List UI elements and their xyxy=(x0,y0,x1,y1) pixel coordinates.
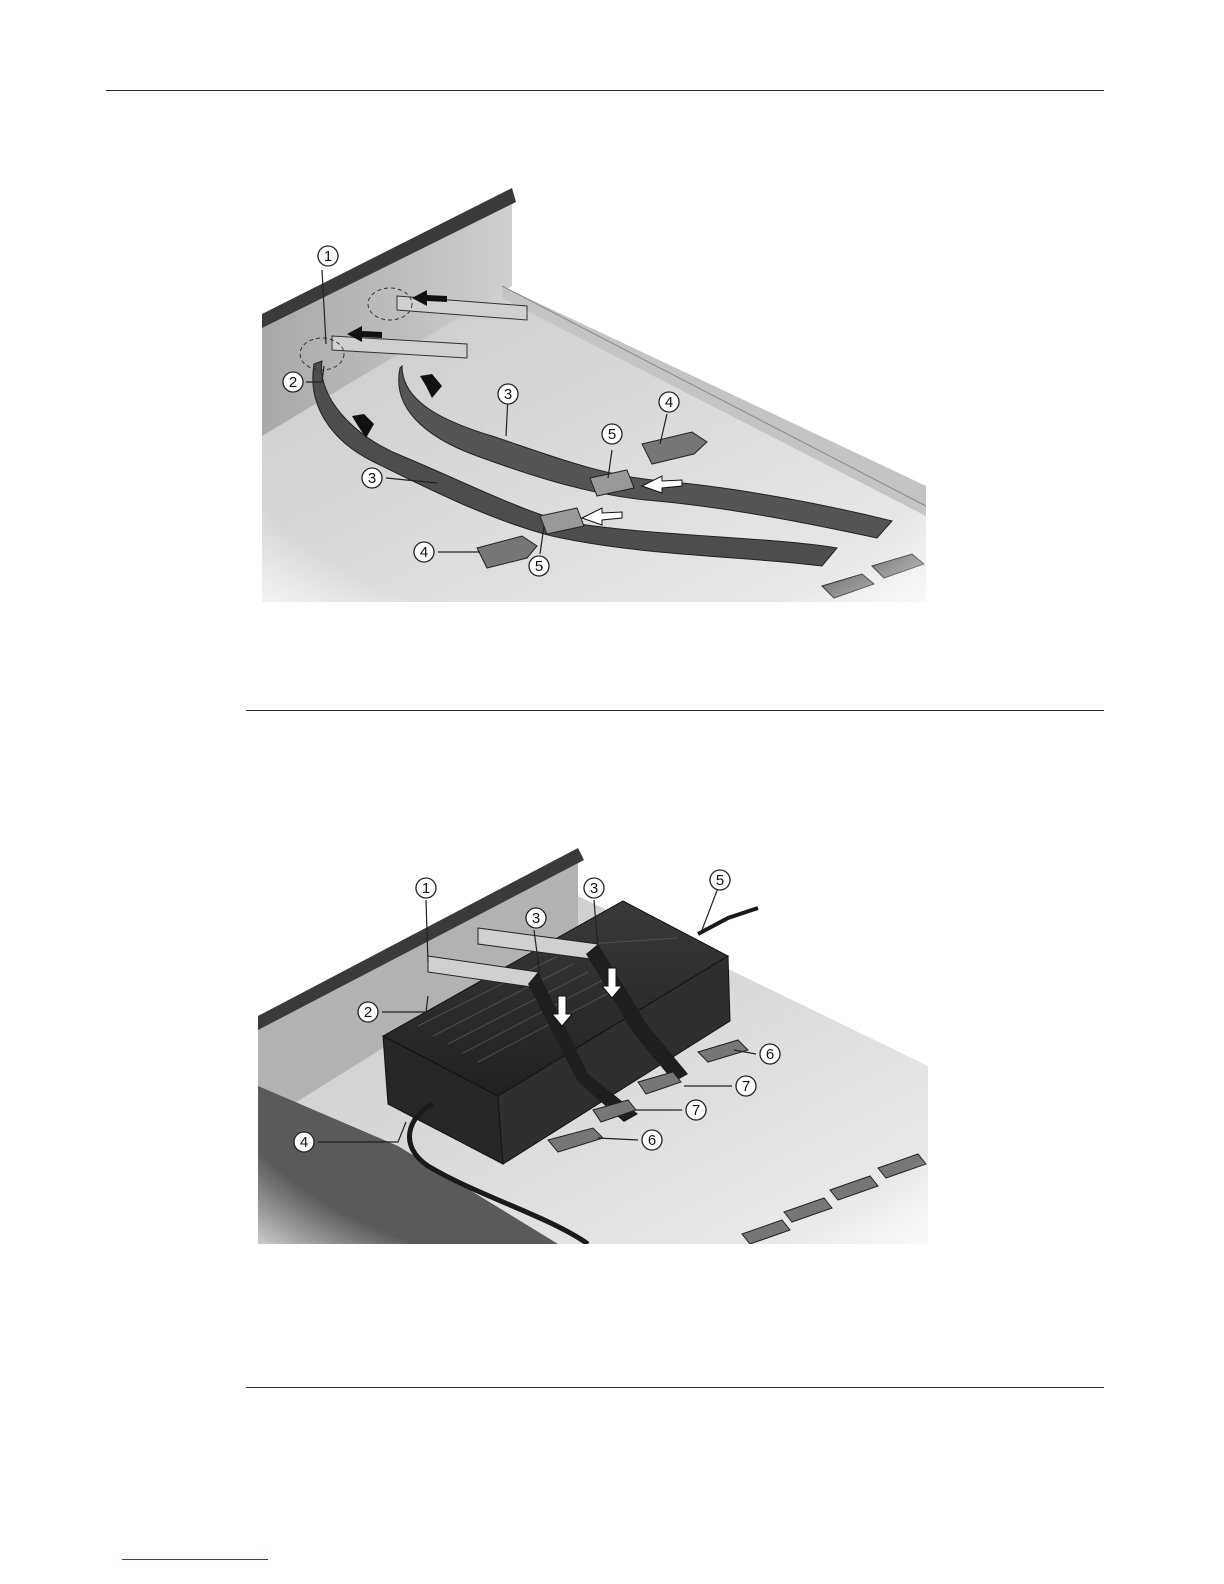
figure-adapter-install: 1 2 3 3 4 5 6 6 7 7 xyxy=(258,846,928,1244)
section-rule xyxy=(246,1387,1104,1388)
section-rule xyxy=(246,710,1104,711)
footnote-rule xyxy=(122,1559,268,1560)
figure-strap-routing: 1 2 3 3 4 4 5 5 xyxy=(262,186,926,602)
strap-routing-illustration: 1 2 3 3 4 4 5 5 xyxy=(262,186,926,602)
adapter-install-illustration: 1 2 3 3 4 5 6 6 7 7 xyxy=(258,846,928,1244)
header-rule xyxy=(106,90,1104,91)
